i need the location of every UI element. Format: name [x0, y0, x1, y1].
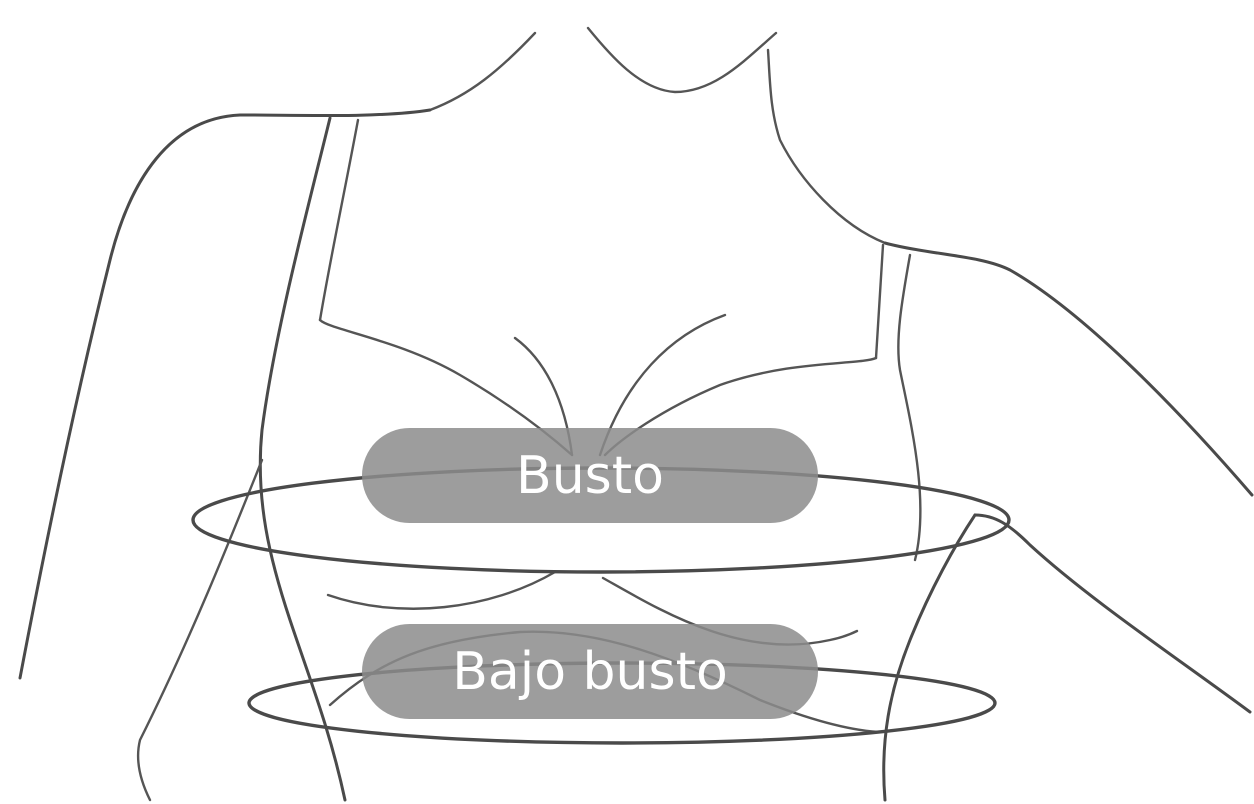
neck-left-line — [430, 33, 535, 110]
right-torso-side — [884, 515, 975, 800]
left-strap — [320, 120, 358, 320]
right-arm-inner — [975, 515, 1250, 712]
right-strap — [876, 245, 883, 358]
underbust-label-text: Bajo busto — [452, 642, 728, 702]
right-neck-line — [768, 50, 885, 243]
left-under-cup — [328, 572, 555, 609]
neck-collar-line — [588, 28, 776, 92]
underbust-label: Bajo busto — [362, 624, 818, 719]
left-shoulder-line — [20, 110, 430, 678]
bust-label: Busto — [362, 428, 818, 523]
bust-label-text: Busto — [516, 446, 664, 506]
right-strap-back — [898, 255, 920, 560]
left-torso-side — [260, 118, 345, 800]
right-shoulder-line — [885, 243, 1252, 495]
